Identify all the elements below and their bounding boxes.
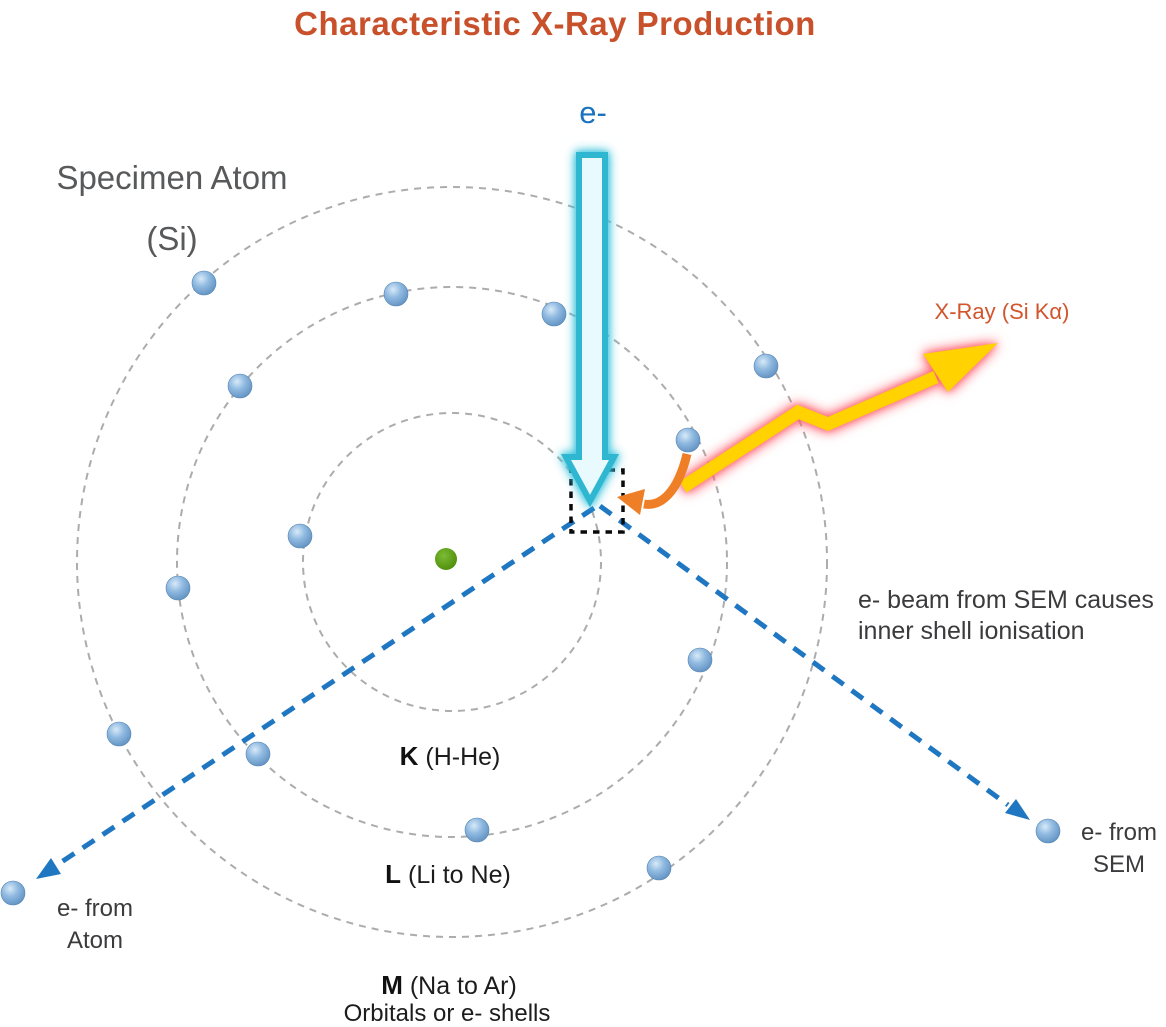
e-from-sem-line2: SEM [1092, 851, 1146, 878]
e-from-sem-label: e- from SEM [1081, 817, 1157, 881]
ejected-electron-path [58, 505, 596, 866]
l-shell-letter: L [385, 859, 402, 889]
xray-arrow [679, 343, 998, 493]
transition-arrow [617, 452, 692, 515]
orbitals-caption: Orbitals or e- shells [343, 1000, 551, 1027]
electron-l-shell [227, 373, 253, 399]
e-from-sem-line1: e- from [1080, 819, 1158, 846]
nucleus-layer [435, 548, 457, 570]
scattered-electron-arrowhead [1005, 799, 1030, 820]
transition-arrowhead [617, 489, 645, 515]
l-shell-range: (Li to Ne) [401, 861, 511, 889]
electron-ejected-from-atom [0, 880, 26, 906]
orbit-k-shell [302, 412, 602, 712]
orbit-layer [76, 186, 828, 938]
e-from-atom-label: e- from Atom [57, 893, 133, 957]
xray-arrowhead [923, 343, 998, 392]
ejected-electron-arrowhead [36, 858, 61, 879]
electron-k-shell [287, 523, 313, 549]
electron-l-shell [687, 647, 713, 673]
sem-note-line1: e- beam from SEM causes [858, 586, 1154, 614]
specimen-atom-label: Specimen Atom (Si) [56, 147, 287, 269]
e-from-atom-line2: Atom [66, 927, 124, 954]
electron-m-shell [106, 721, 132, 747]
xray-arrow-shaft [679, 371, 939, 493]
electron-l-shell [165, 575, 191, 601]
specimen-atom-line2: (Si) [146, 220, 198, 257]
l-shell-label: L (Li to Ne) [385, 859, 511, 890]
m-shell-label: M (Na to Ar) [381, 970, 517, 1001]
scattered-electron-path [598, 503, 1010, 808]
electron-m-shell [646, 855, 672, 881]
xray-label: X-Ray (Si Kα) [934, 299, 1070, 324]
electron-m-shell [191, 270, 217, 296]
electron-scattered-sem [1035, 818, 1061, 844]
sem-note: e- beam from SEM causes inner shell ioni… [858, 585, 1154, 647]
electron-layer [0, 270, 1061, 906]
m-shell-range: (Na to Ar) [402, 972, 517, 1000]
electron-l-shell [464, 817, 490, 843]
nucleus [435, 548, 457, 570]
diagram-title: Characteristic X-Ray Production [294, 5, 816, 42]
electron-l-shell [245, 741, 271, 767]
k-shell-letter: K [399, 741, 419, 771]
transition-arrow-shaft [643, 452, 692, 509]
electron-beam-arrow [560, 152, 620, 508]
sem-note-line2: inner shell ionisation [858, 617, 1085, 645]
specimen-atom-line1: Specimen Atom [56, 159, 288, 196]
electron-transitioning [675, 427, 701, 453]
k-shell-range: (H-He) [418, 743, 501, 771]
orbit-m-shell [76, 186, 828, 938]
electron-m-shell [753, 353, 779, 379]
incident-electron-label: e- [579, 95, 607, 130]
m-shell-letter: M [381, 970, 403, 1000]
k-shell-label: K (H-He) [400, 741, 501, 772]
ionisation-paths [36, 503, 1030, 879]
electron-l-shell [541, 301, 567, 327]
e-from-atom-line1: e- from [56, 895, 134, 922]
electron-l-shell [383, 281, 409, 307]
orbit-l-shell [176, 286, 728, 838]
